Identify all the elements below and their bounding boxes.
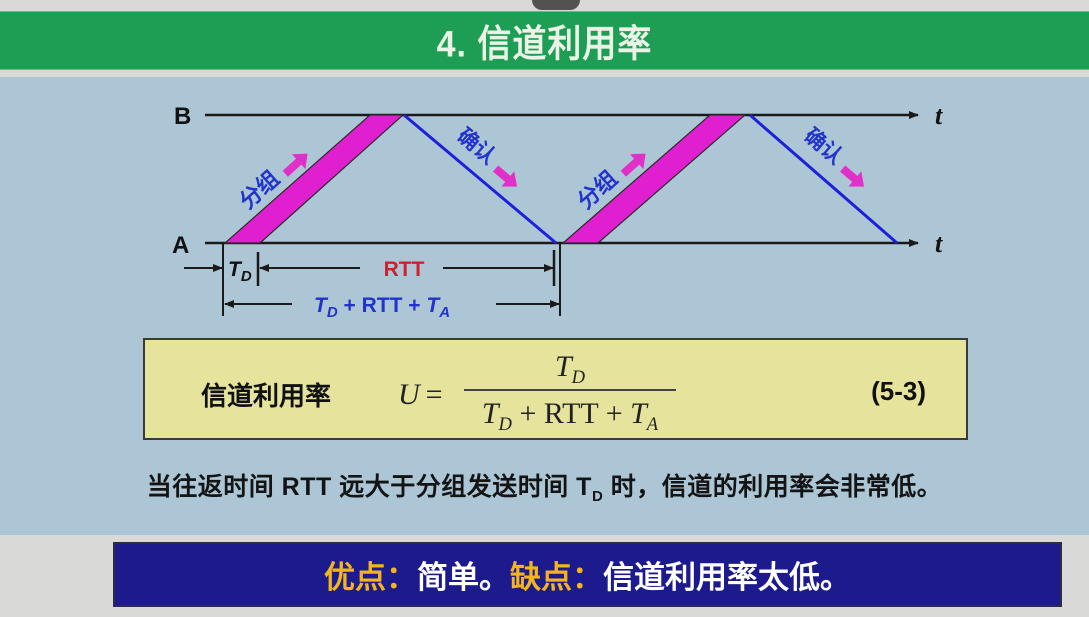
ack-direction-arrow-icon [840,165,865,187]
pros-cons-summary: 优点： 简单。 缺点： 信道利用率太低。 [113,542,1062,607]
cons-label: 缺点： [510,560,603,595]
ack-direction-arrow-icon [493,165,518,187]
formula-denominator: TD + RTT + TA [481,397,659,435]
packet-band-1 [223,114,405,244]
packet-band-2 [561,114,747,244]
formula-fraction: TD TD + RTT + TA [464,348,676,444]
time-label-bottom: t [935,229,943,258]
ack-line-1 [403,113,557,245]
packet-direction-arrow-icon [282,153,308,177]
ack-label-2: 确认 [800,123,848,168]
ack-label-group-2: 确认 [800,123,865,187]
conclusion-statement: 当往返时间 RTT 远大于分组发送时间 TD 时，信道的利用率会非常低。 [146,473,943,505]
rtt-label: RTT [384,258,425,281]
axis-b-label: B [174,103,191,130]
pros-text: 简单。 [417,560,510,595]
ack-line-2 [749,113,898,245]
pros-label: 优点： [324,560,417,595]
total-time-label: TD + RTT + TA [314,294,450,321]
fraction-bar [464,389,676,391]
formula-label: 信道利用率 [201,381,332,411]
formula-box: 信道利用率 U= TD TD + RTT + TA (5-3) [143,338,968,440]
content-panel [0,77,1089,535]
title-banner: 4. 信道利用率 [0,11,1089,70]
top-dark-blob [532,0,580,10]
axis-a-label: A [172,232,189,259]
formula-lhs: U= [398,378,443,411]
cons-text: 信道利用率太低。 [603,560,851,595]
page-title: 4. 信道利用率 [436,23,653,66]
ack-label-group-1: 确认 [453,123,518,187]
formula-numerator: TD [554,350,586,388]
time-label-top: t [935,101,943,130]
packet-direction-arrow-icon [620,153,646,177]
equation-number: (5-3) [871,376,926,406]
td-label: TD [228,258,252,285]
